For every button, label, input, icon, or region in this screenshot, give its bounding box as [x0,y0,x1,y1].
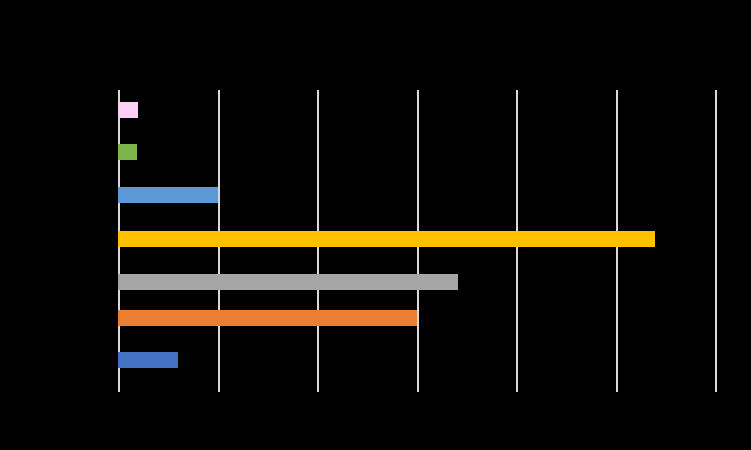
bar [118,144,137,160]
gridline-x [715,90,717,392]
bar [118,187,218,203]
bar [118,102,138,118]
bar [118,310,418,326]
bar [118,352,178,368]
bar [118,274,459,290]
bar [118,231,656,247]
